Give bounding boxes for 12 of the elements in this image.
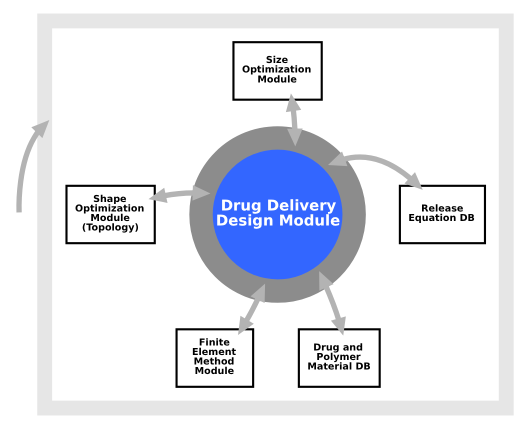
cluster (36, 14, 514, 416)
arrow (16, 120, 49, 212)
arrow (328, 152, 422, 190)
node-box: Release Equation DB (398, 184, 486, 244)
node-box: Shape Optimization Module (Topology) (64, 184, 156, 244)
arrow (318, 271, 346, 336)
node-box: Size Optimization Module (232, 41, 322, 101)
node-box: Finite Element Method Module (175, 328, 254, 388)
arrow (238, 284, 265, 335)
node-box: Drug and Polymer Material DB (297, 328, 380, 388)
arrow (148, 185, 210, 203)
arrow (285, 93, 302, 146)
